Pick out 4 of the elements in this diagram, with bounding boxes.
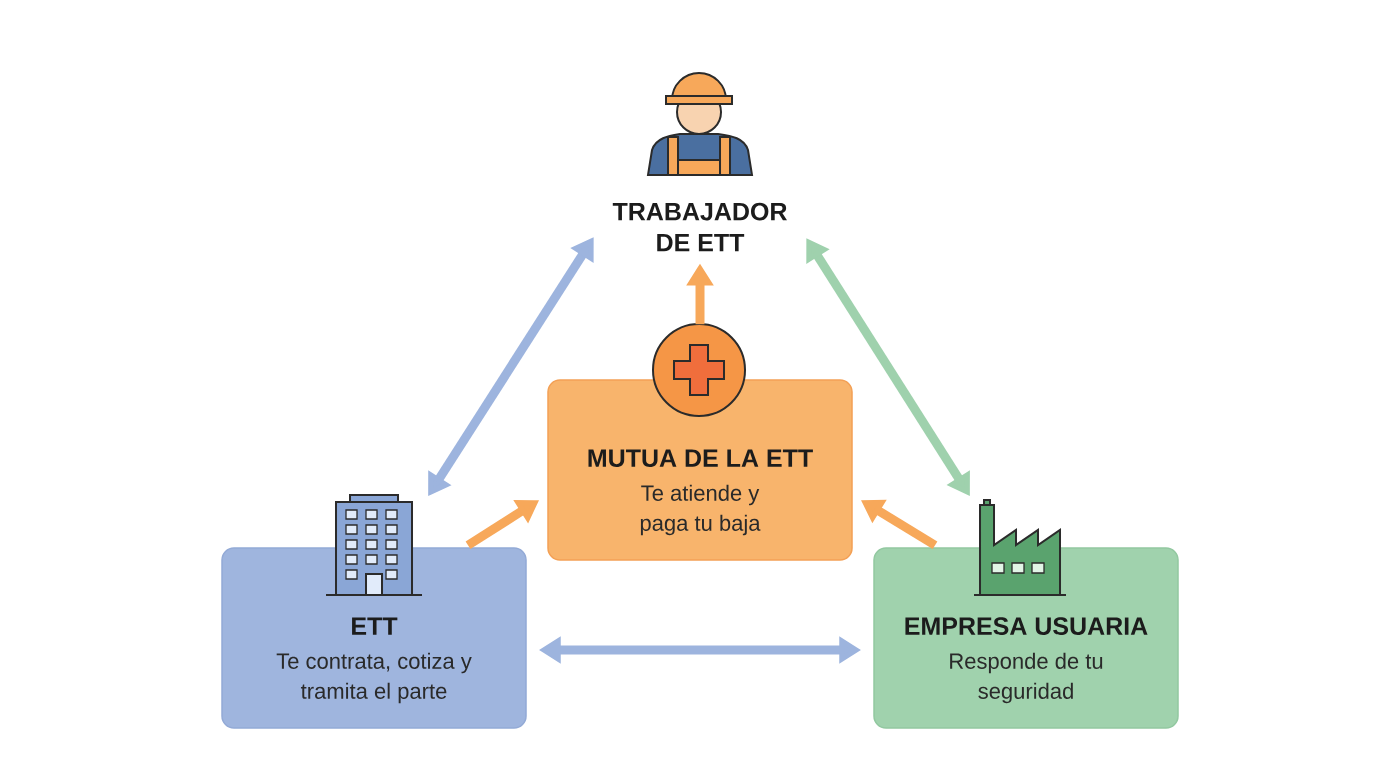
role-label: TRABAJADOR DE ETT: [612, 202, 787, 252]
company-box: EMPRESA USUARIA Responde de tu seguridad: [873, 547, 1179, 729]
agency-box: ETT Te contrata, cotiza y tramita el parte: [221, 547, 527, 729]
insurer-box: MUTUA DE LA ETT Te atiende y paga tu baja: [547, 379, 853, 561]
